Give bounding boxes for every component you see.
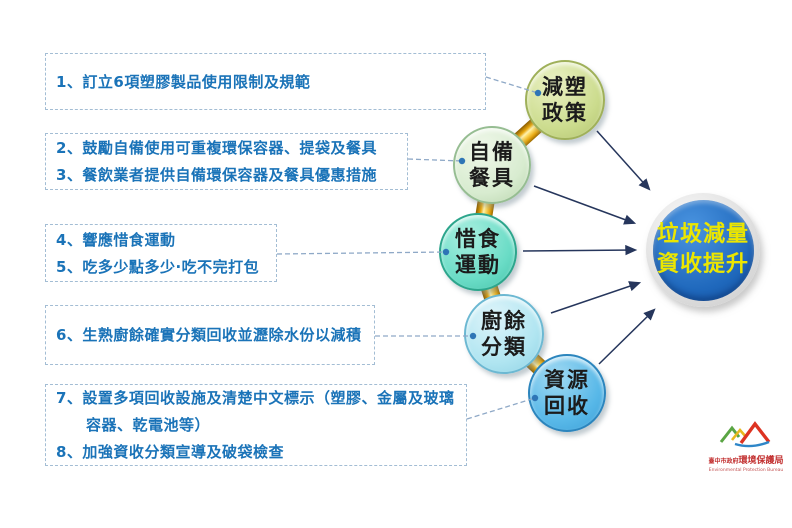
circle-label-line: 廚餘 (481, 309, 527, 333)
info-box-kitchen-waste: 6、生熟廚餘確實分類回收並瀝除水份以減積 (45, 305, 375, 365)
circle-label-line: 分類 (481, 335, 527, 359)
arrow-icon (533, 185, 637, 225)
circle-label: 廚餘 分類 (481, 308, 527, 360)
info-box-recycling: 7、設置多項回收設施及清楚中文標示（塑膠、金屬及玻璃 容器、乾電池等） 8、加強… (45, 384, 467, 466)
epb-logo-title-main: 環境保護局 (738, 456, 784, 466)
arrow-icon (522, 244, 638, 256)
circle-label: 資源 回收 (544, 367, 590, 419)
process-circle-3: 惜食 運動 (439, 213, 517, 291)
goal-label: 垃圾減量 資收提升 (657, 220, 749, 280)
arrow-icon (550, 281, 642, 314)
epb-logo-title-prefix: 臺中市政府 (708, 458, 739, 465)
circle-label: 惜食 運動 (455, 226, 501, 278)
info-line: 3、餐飲業者提供自備環保容器及餐具優惠措施 (56, 166, 377, 184)
circle-label-line: 回收 (544, 394, 590, 418)
dashed-connector (276, 251, 447, 255)
circle-label-line: 資源 (544, 368, 590, 392)
goal-label-line: 資收提升 (656, 252, 749, 277)
process-circle-5: 資源 回收 (528, 354, 606, 432)
dashed-connector (466, 397, 536, 420)
info-line: 6、生熟廚餘確實分類回收並瀝除水份以減積 (56, 326, 362, 344)
epb-logo: 臺中市政府環境保護局 Environmental Protection Bure… (702, 420, 790, 474)
circle-label-line: 運動 (455, 253, 501, 277)
info-line: 4、響應惜食運動 (56, 230, 176, 249)
circle-label-line: 減塑 (542, 75, 588, 99)
goal-circle: 垃圾減量 資收提升 (646, 193, 760, 307)
epb-logo-subtitle: Environmental Protection Bureau (708, 467, 784, 473)
circle-label-line: 餐具 (469, 166, 515, 190)
arrow-icon (596, 130, 651, 191)
info-box-plastic-policy: 1、訂立6項塑膠製品使用限制及規範 (45, 53, 486, 110)
process-circle-1: 減塑 政策 (525, 60, 605, 140)
circle-label: 自備 餐具 (469, 139, 515, 191)
info-line: 7、設置多項回收設施及清楚中文標示（塑膠、金屬及玻璃 (56, 389, 455, 407)
arrow-icon (598, 308, 656, 365)
circle-label-line: 自備 (469, 140, 515, 164)
circle-label: 減塑 政策 (542, 74, 588, 126)
goal-label-line: 垃圾減量 (656, 222, 749, 247)
info-line: 1、訂立6項塑膠製品使用限制及規範 (56, 72, 311, 91)
circle-label-line: 政策 (542, 101, 588, 125)
goal-circle-face: 垃圾減量 資收提升 (652, 199, 754, 301)
info-line: 容器、乾電池等） (86, 416, 211, 434)
info-line: 2、鼓勵自備使用可重複環保容器、提袋及餐具 (56, 139, 377, 157)
epb-logo-icon (719, 421, 771, 448)
process-circle-2: 自備 餐具 (453, 126, 531, 204)
epb-logo-title: 臺中市政府環境保護局 (702, 453, 790, 467)
info-line: 5、吃多少點多少·吃不完打包 (56, 257, 260, 276)
info-line: 8、加強資收分類宣導及破袋檢查 (56, 443, 284, 461)
circle-label-line: 惜食 (455, 227, 501, 251)
info-box-own-tableware: 2、鼓勵自備使用可重複環保容器、提袋及餐具 3、餐飲業者提供自備環保容器及餐具優… (45, 133, 408, 190)
info-box-food-saving: 4、響應惜食運動 5、吃多少點多少·吃不完打包 (45, 224, 277, 282)
process-circle-4: 廚餘 分類 (464, 294, 544, 374)
